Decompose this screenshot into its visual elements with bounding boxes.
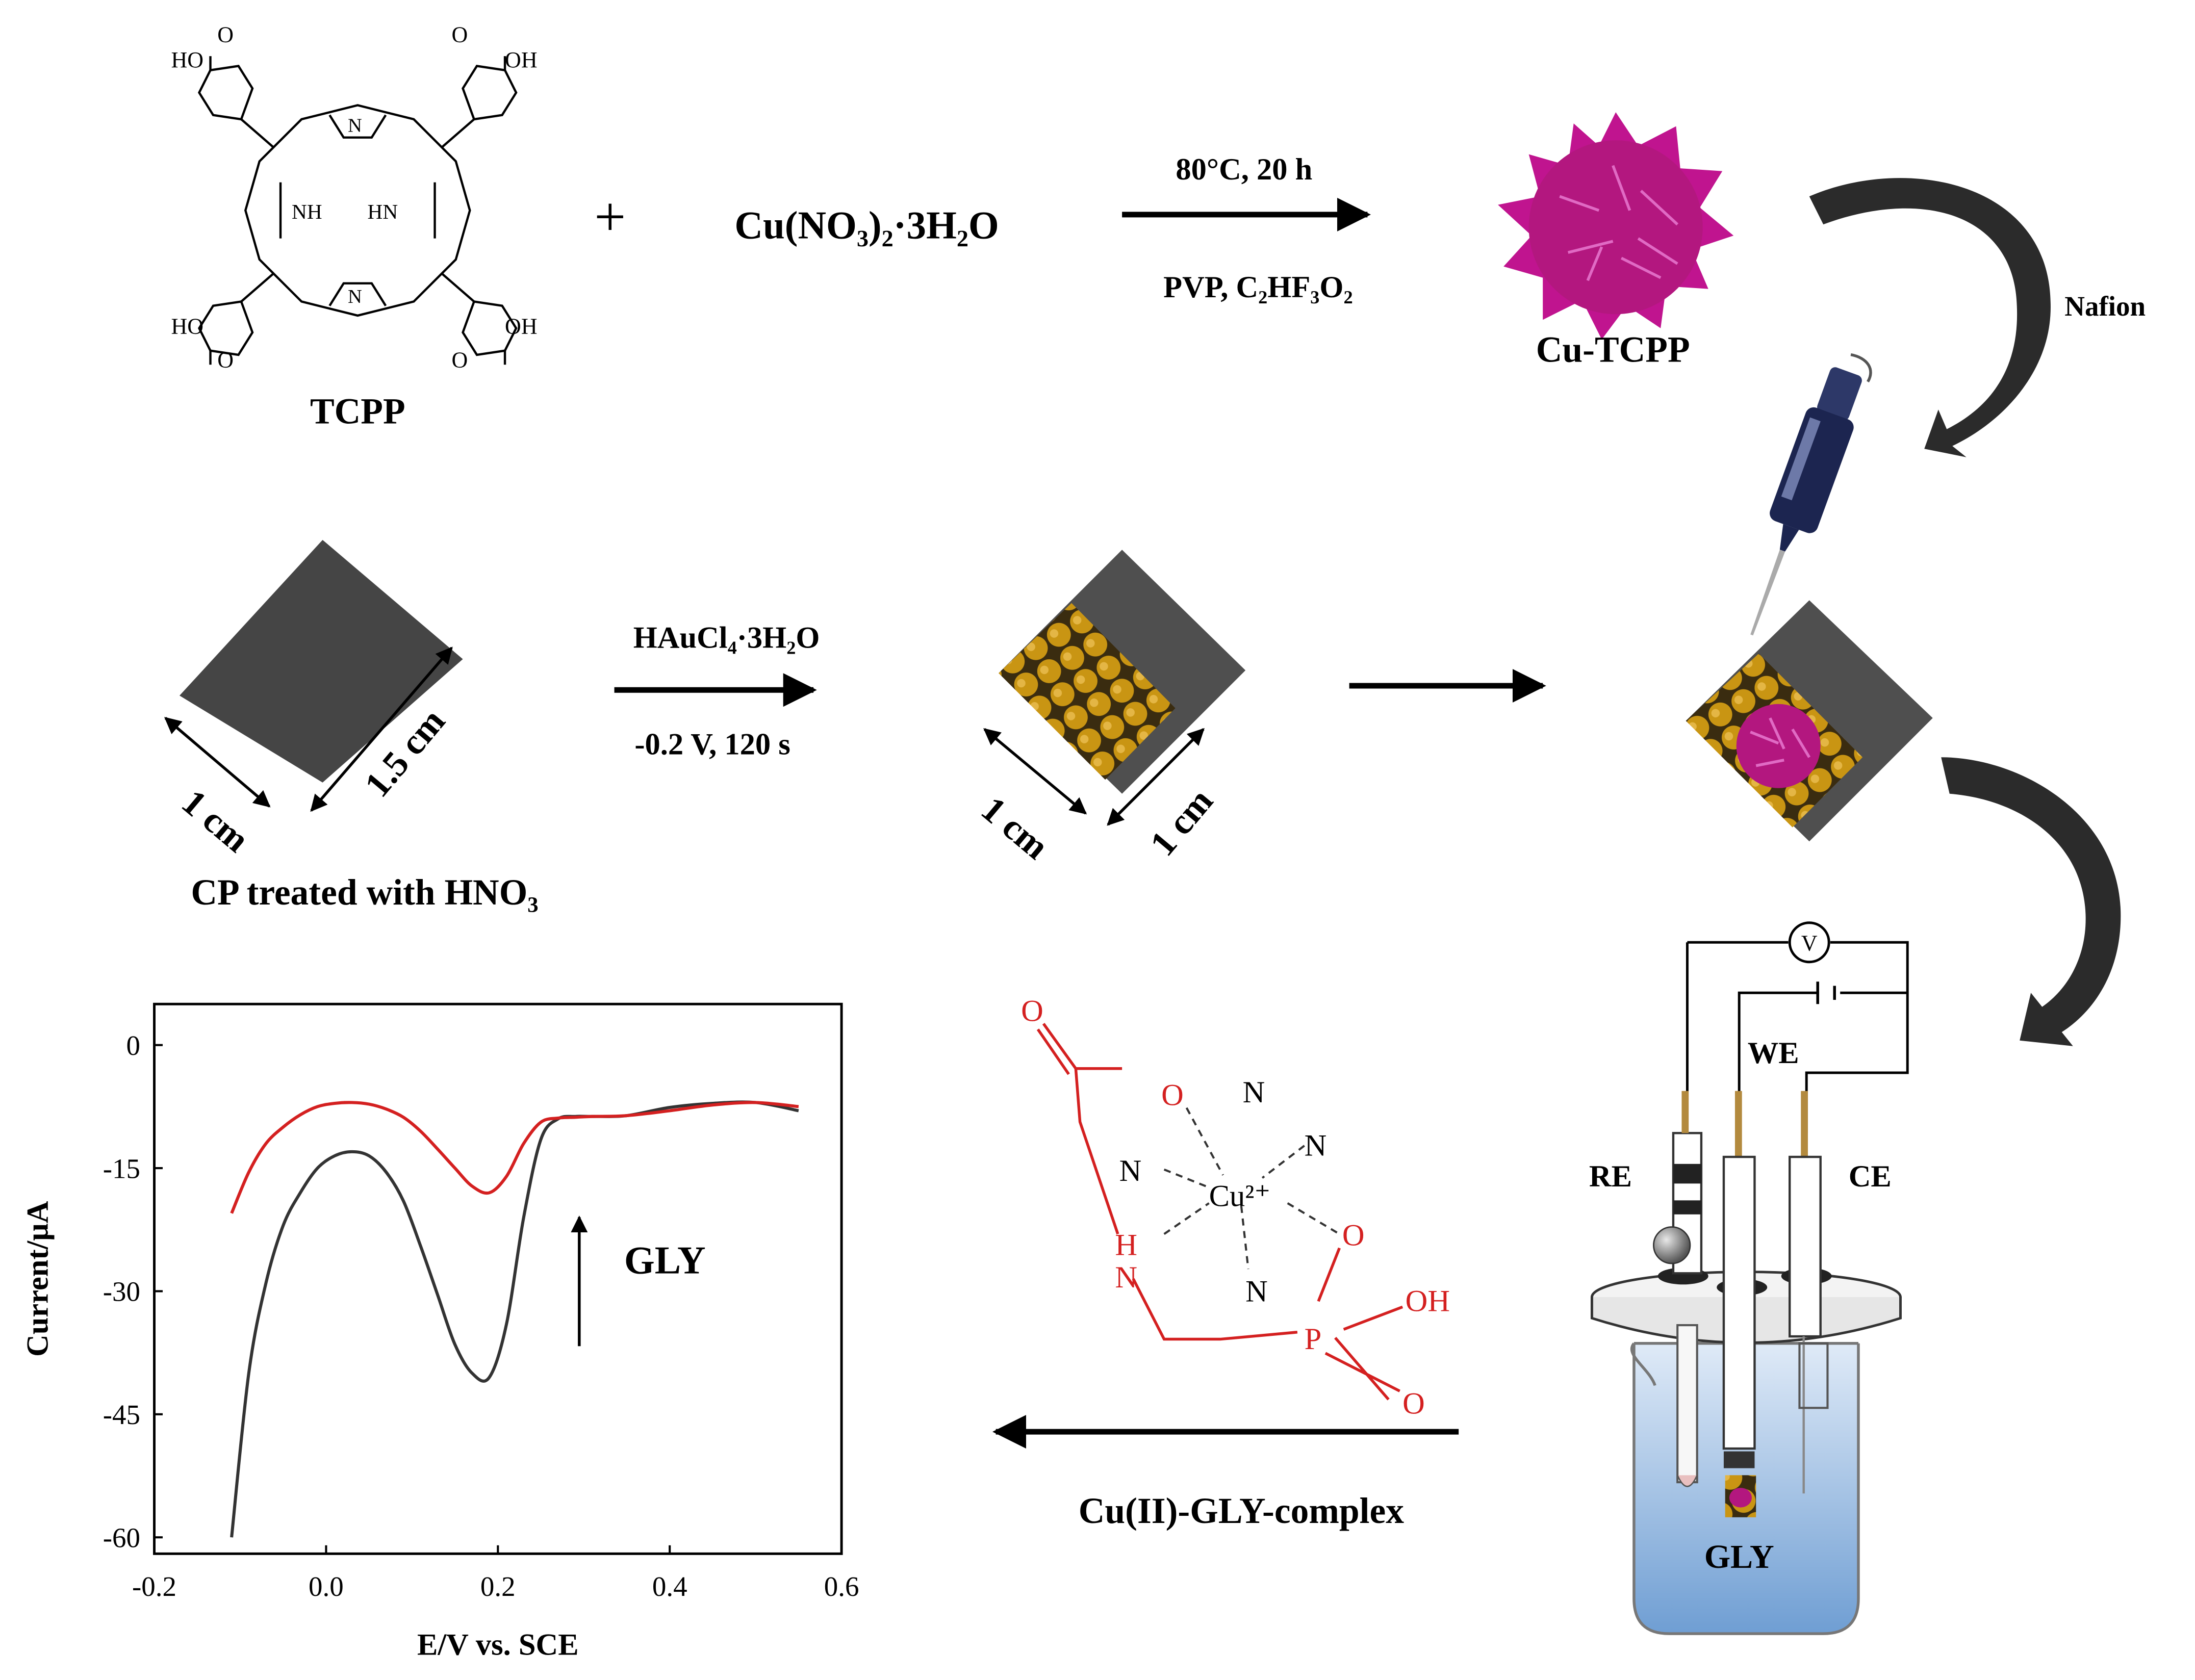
cp-width-arrow <box>164 717 271 808</box>
x-tick-label: 0.4 <box>652 1571 687 1602</box>
y-tick-label: -30 <box>103 1276 140 1307</box>
nafion-label: Nafion <box>2064 291 2146 322</box>
electrochemical-cell: V <box>1590 921 1909 1635</box>
complex-label: Cu(II)-GLY-complex <box>1079 1491 1405 1531</box>
cp-length-arrow <box>310 647 453 812</box>
tcpp-pyrrole-n-top: N <box>348 115 362 137</box>
nafion-curved-arrow <box>1809 178 2051 457</box>
au-length-label: 1 cm <box>1142 781 1221 864</box>
complex-h-amine: H <box>1115 1228 1137 1262</box>
y-tick-label: 0 <box>126 1030 140 1061</box>
complex-n-top2: N <box>1305 1128 1327 1162</box>
cu-tcpp-label: Cu-TCPP <box>1536 330 1690 370</box>
cp-width-label: 1 cm <box>174 782 257 860</box>
series-line-1 <box>230 1100 799 1538</box>
au-length-arrow <box>1107 728 1205 826</box>
complex-o-carbonyl: O <box>1021 994 1043 1028</box>
cp-label: CP treated with HNO₃ <box>191 872 538 913</box>
cu-tcpp-particle <box>1498 112 1734 340</box>
chart-annotation: GLY <box>624 1238 706 1282</box>
complex-n-amine: N <box>1115 1260 1137 1295</box>
y-tick-label: -60 <box>103 1522 140 1553</box>
complex-cu-center: Cu²⁺ <box>1209 1179 1271 1213</box>
complex-o-double: O <box>1402 1386 1425 1420</box>
pipette-icon <box>1750 353 1872 636</box>
voltmeter-label: V <box>1801 931 1818 956</box>
cell-solution-label: GLY <box>1704 1538 1774 1575</box>
au-width-label: 1 cm <box>974 789 1056 867</box>
complex-oh-phos: OH <box>1406 1284 1450 1319</box>
x-tick-label: 0.0 <box>309 1571 344 1602</box>
gold-coated-electrode <box>999 550 1246 794</box>
x-axis-label: E/V vs. SCE <box>417 1627 579 1662</box>
we-label: WE <box>1748 1036 1799 1070</box>
dpv-chart: -0.2 0.0 0.2 0.4 0.6 0 -15 -30 -45 -60 GLY E/V v… <box>21 1002 859 1662</box>
tcpp-group-oh-top: OH <box>505 47 538 72</box>
copper-nitrate-label: Cu(NO₃)₂·3H₂O <box>734 203 999 247</box>
cell-curved-arrow <box>1941 757 2121 1046</box>
condition-additives: PVP, C₂HF₃O₂ <box>1163 270 1352 304</box>
tcpp-pyrrole-n-bottom: N <box>348 286 362 307</box>
y-tick-label: -15 <box>103 1153 140 1184</box>
series-line-2 <box>230 1101 799 1214</box>
x-tick-label: -0.2 <box>132 1571 176 1602</box>
y-tick-label: -45 <box>103 1399 140 1430</box>
plus-sign: + <box>594 186 626 248</box>
tcpp-group-ho-top: HO <box>171 47 204 72</box>
au-width-arrow <box>983 728 1087 815</box>
complex-n-top1: N <box>1243 1075 1265 1109</box>
modified-electrode <box>1686 600 1933 842</box>
tcpp-group-o-top-left: O <box>217 22 234 47</box>
condition-temperature-time: 80°C, 20 h <box>1176 152 1312 187</box>
x-tick-label: 0.6 <box>824 1571 859 1602</box>
tcpp-group-o-top-right: O <box>452 22 468 47</box>
y-axis-label: Current/μA <box>21 1201 55 1357</box>
re-label: RE <box>1589 1159 1632 1194</box>
tcpp-group-o-bottom-left: O <box>217 348 234 373</box>
tcpp-pyrrole-hn: HN <box>368 200 398 223</box>
tcpp-label: TCPP <box>310 392 405 432</box>
tcpp-group-o-bottom-right: O <box>452 348 468 373</box>
tcpp-group-oh-bottom: OH <box>505 314 538 339</box>
x-tick-label: 0.2 <box>480 1571 516 1602</box>
complex-o-phos: O <box>1342 1218 1365 1252</box>
tcpp-molecule <box>198 56 518 365</box>
deposition-reagent: HAuCl₄·3H₂O <box>633 621 820 655</box>
tcpp-group-ho-bottom: HO <box>171 314 204 339</box>
deposition-condition: -0.2 V, 120 s <box>634 728 790 762</box>
ce-label: CE <box>1849 1159 1892 1194</box>
voltmeter-icon <box>1788 921 1830 964</box>
complex-n-left: N <box>1119 1154 1142 1188</box>
tcpp-pyrrole-nh: NH <box>292 200 322 223</box>
complex-n-bottom: N <box>1245 1274 1268 1308</box>
chart-frame <box>153 1002 843 1555</box>
complex-o-carboxyl: O <box>1161 1078 1184 1112</box>
complex-p-atom: P <box>1305 1322 1322 1356</box>
cu-gly-complex <box>1036 1023 1403 1401</box>
